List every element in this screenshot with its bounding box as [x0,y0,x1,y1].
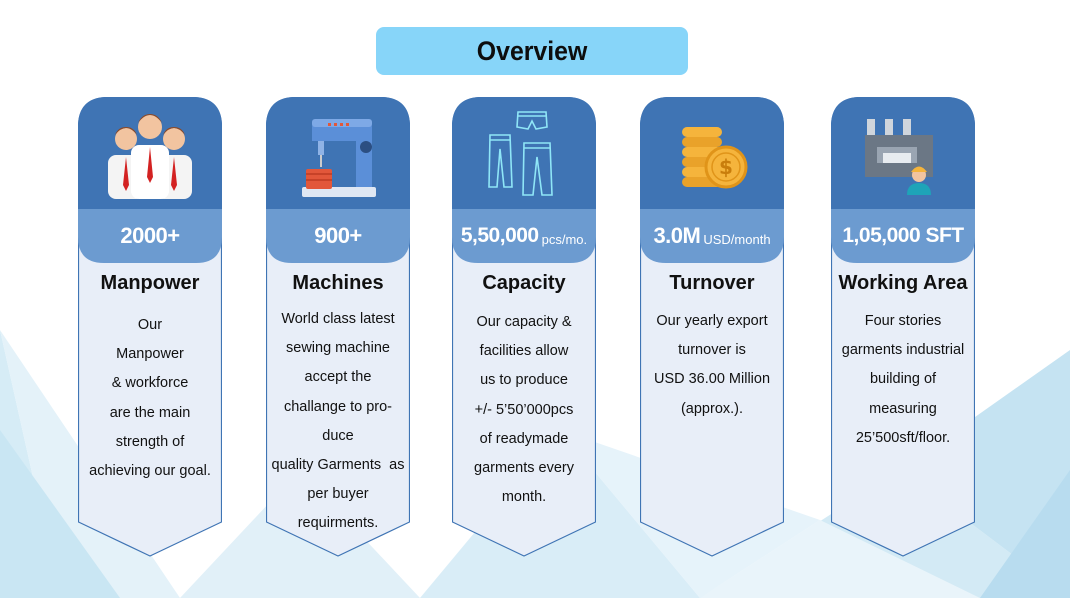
card-shape [78,97,222,557]
card-title: Manpower [100,272,200,294]
sewing-machine-icon [302,119,376,197]
garments-icon [488,111,553,196]
card-title: Turnover [669,272,755,294]
factory-icon [865,119,933,195]
people-icon [108,114,192,199]
overview-title-box: Overview [376,27,688,75]
card-shape [266,97,410,557]
coins-icon: $ [682,127,748,189]
page-title: Overview [476,35,588,66]
svg-text:$: $ [719,155,733,179]
stat-value: 900+ [314,223,362,248]
card-title: Capacity [482,272,566,294]
stat-value: 1,05,000 SFT [842,224,964,247]
card-title: Working Area [838,272,968,294]
stat-value: 2000+ [120,223,180,248]
card-title: Machines [292,272,384,294]
